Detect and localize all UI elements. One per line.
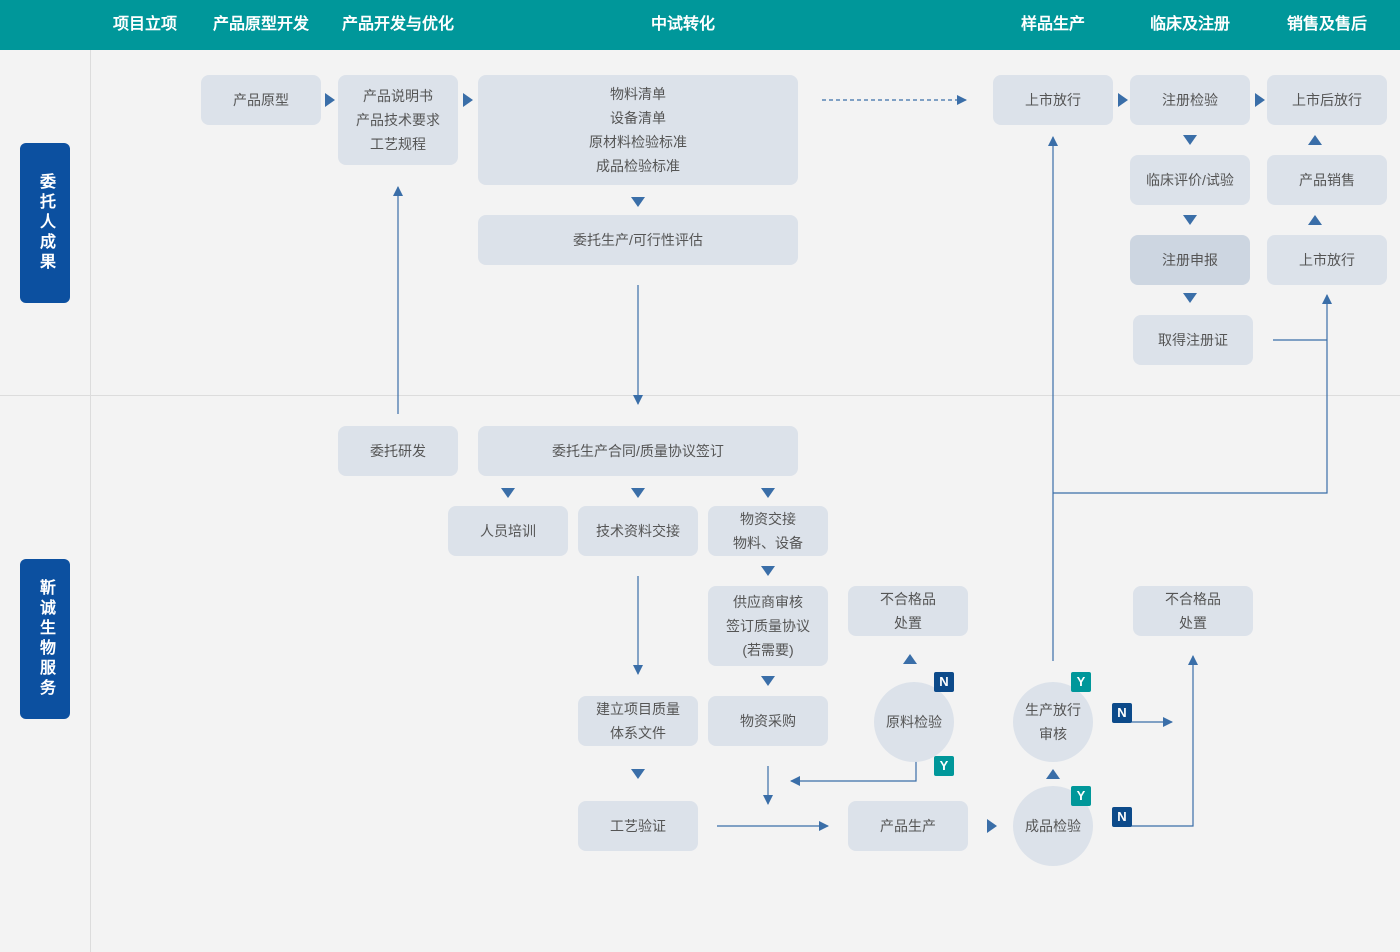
lane-label-client: 委托人成果 [20,143,70,303]
box-contract-line-1: 委托生产合同/质量协议签订 [552,443,724,459]
badge-raw-yes: Y [934,756,954,776]
box-supplier-line-3: (若需要) [742,642,794,658]
box-materials-line-1: 物料清单 [610,86,666,102]
header-bar: 项目立项 产品原型开发 产品开发与优化 中试转化 样品生产 临床及注册 销售及售… [0,0,1400,50]
box-post-release-line-1: 上市后放行 [1292,92,1362,108]
box-spec-line-3: 工艺规程 [370,136,426,152]
box-cert-line-1: 取得注册证 [1158,332,1228,348]
box-purchase: 物资采购 [708,696,828,746]
box-clinical: 临床评价/试验 [1130,155,1250,205]
box-nonconforming-final-line-1: 不合格品 [1165,591,1221,607]
box-reg-test: 注册检验 [1130,75,1250,125]
badge-raw-no: N [934,672,954,692]
circle-release-review-line-1: 生产放行 [1025,702,1081,718]
box-cert: 取得注册证 [1133,315,1253,365]
box-nonconforming-raw-line-2: 处置 [894,615,922,631]
flow-arrowheads [325,93,1322,833]
box-feasibility: 委托生产/可行性评估 [478,215,798,265]
header-col-initiation: 项目立项 [112,16,177,33]
box-purchase-line-1: 物资采购 [740,713,796,729]
box-sales: 产品销售 [1267,155,1387,205]
box-production: 产品生产 [848,801,968,851]
lane-column-divider [90,50,91,952]
box-spec: 产品说明书 产品技术要求 工艺规程 [338,75,458,165]
box-prototype: 产品原型 [201,75,321,125]
badge-review-no: N [1112,703,1132,723]
box-sales-line-1: 产品销售 [1299,172,1355,188]
box-materials-line-3: 原材料检验标准 [589,134,687,150]
circle-raw-check-line-1: 原料检验 [886,714,942,730]
box-reg-test-line-1: 注册检验 [1162,92,1218,108]
header-col-clinical: 临床及注册 [1149,16,1230,33]
box-production-line-1: 产品生产 [880,818,936,834]
lane-separator [0,395,1400,396]
box-nonconforming-raw-line-1: 不合格品 [880,591,936,607]
header-col-prototype: 产品原型开发 [212,16,309,33]
badge-final-yes: Y [1071,786,1091,806]
flow-lines [393,95,1332,831]
box-spec-line-1: 产品说明书 [363,88,433,104]
box-prototype-line-1: 产品原型 [233,92,289,108]
circle-release-review-line-2: 审核 [1039,726,1067,742]
box-clinical-line-1: 临床评价/试验 [1146,172,1234,188]
box-material-handover-line-2: 物料、设备 [733,535,803,551]
box-market-release: 上市放行 [1267,235,1387,285]
header-col-development: 产品开发与优化 [341,16,454,33]
badge-review-yes: Y [1071,672,1091,692]
box-tech-handover: 技术资料交接 [578,506,698,556]
header-col-sales: 销售及售后 [1286,16,1367,33]
lane-label-service: 靳诚生物服务 [20,559,70,719]
box-contract: 委托生产合同/质量协议签订 [478,426,798,476]
circle-raw-check: 原料检验 [874,682,954,762]
circle-final-check: 成品检验 [1013,786,1093,866]
box-tech-handover-line-1: 技术资料交接 [596,523,680,539]
box-supplier-line-2: 签订质量协议 [726,618,810,634]
box-qms-line-2: 体系文件 [610,725,666,741]
badge-final-no: N [1112,807,1132,827]
box-nonconforming-final: 不合格品 处置 [1133,586,1253,636]
header-col-sample: 样品生产 [1020,16,1085,33]
box-qms: 建立项目质量 体系文件 [578,696,698,746]
box-material-handover: 物资交接 物料、设备 [708,506,828,556]
circle-final-check-line-1: 成品检验 [1025,818,1081,834]
box-supplier-line-1: 供应商审核 [733,594,803,610]
box-materials-line-2: 设备清单 [610,110,666,126]
box-material-handover-line-1: 物资交接 [740,511,796,527]
box-market-release-line-1: 上市放行 [1299,252,1355,268]
box-materials-line-4: 成品检验标准 [596,158,680,174]
box-training-line-1: 人员培训 [480,523,536,539]
box-spec-line-2: 产品技术要求 [356,112,440,128]
box-supplier: 供应商审核 签订质量协议 (若需要) [708,586,828,666]
box-feasibility-line-1: 委托生产/可行性评估 [573,232,703,248]
box-reg-apply-line-1: 注册申报 [1162,252,1218,268]
header-col-pilot: 中试转化 [650,16,715,33]
box-post-release: 上市后放行 [1267,75,1387,125]
box-materials: 物料清单 设备清单 原材料检验标准 成品检验标准 [478,75,798,185]
box-rd: 委托研发 [338,426,458,476]
box-release-line-1: 上市放行 [1025,92,1081,108]
box-validation-line-1: 工艺验证 [610,818,666,834]
box-nonconforming-raw: 不合格品 处置 [848,586,968,636]
box-rd-line-1: 委托研发 [370,443,426,459]
box-validation: 工艺验证 [578,801,698,851]
box-qms-line-1: 建立项目质量 [596,701,680,717]
box-training: 人员培训 [448,506,568,556]
box-reg-apply: 注册申报 [1130,235,1250,285]
box-release: 上市放行 [993,75,1113,125]
box-nonconforming-final-line-2: 处置 [1179,615,1207,631]
circle-release-review: 生产放行 审核 [1013,682,1093,762]
